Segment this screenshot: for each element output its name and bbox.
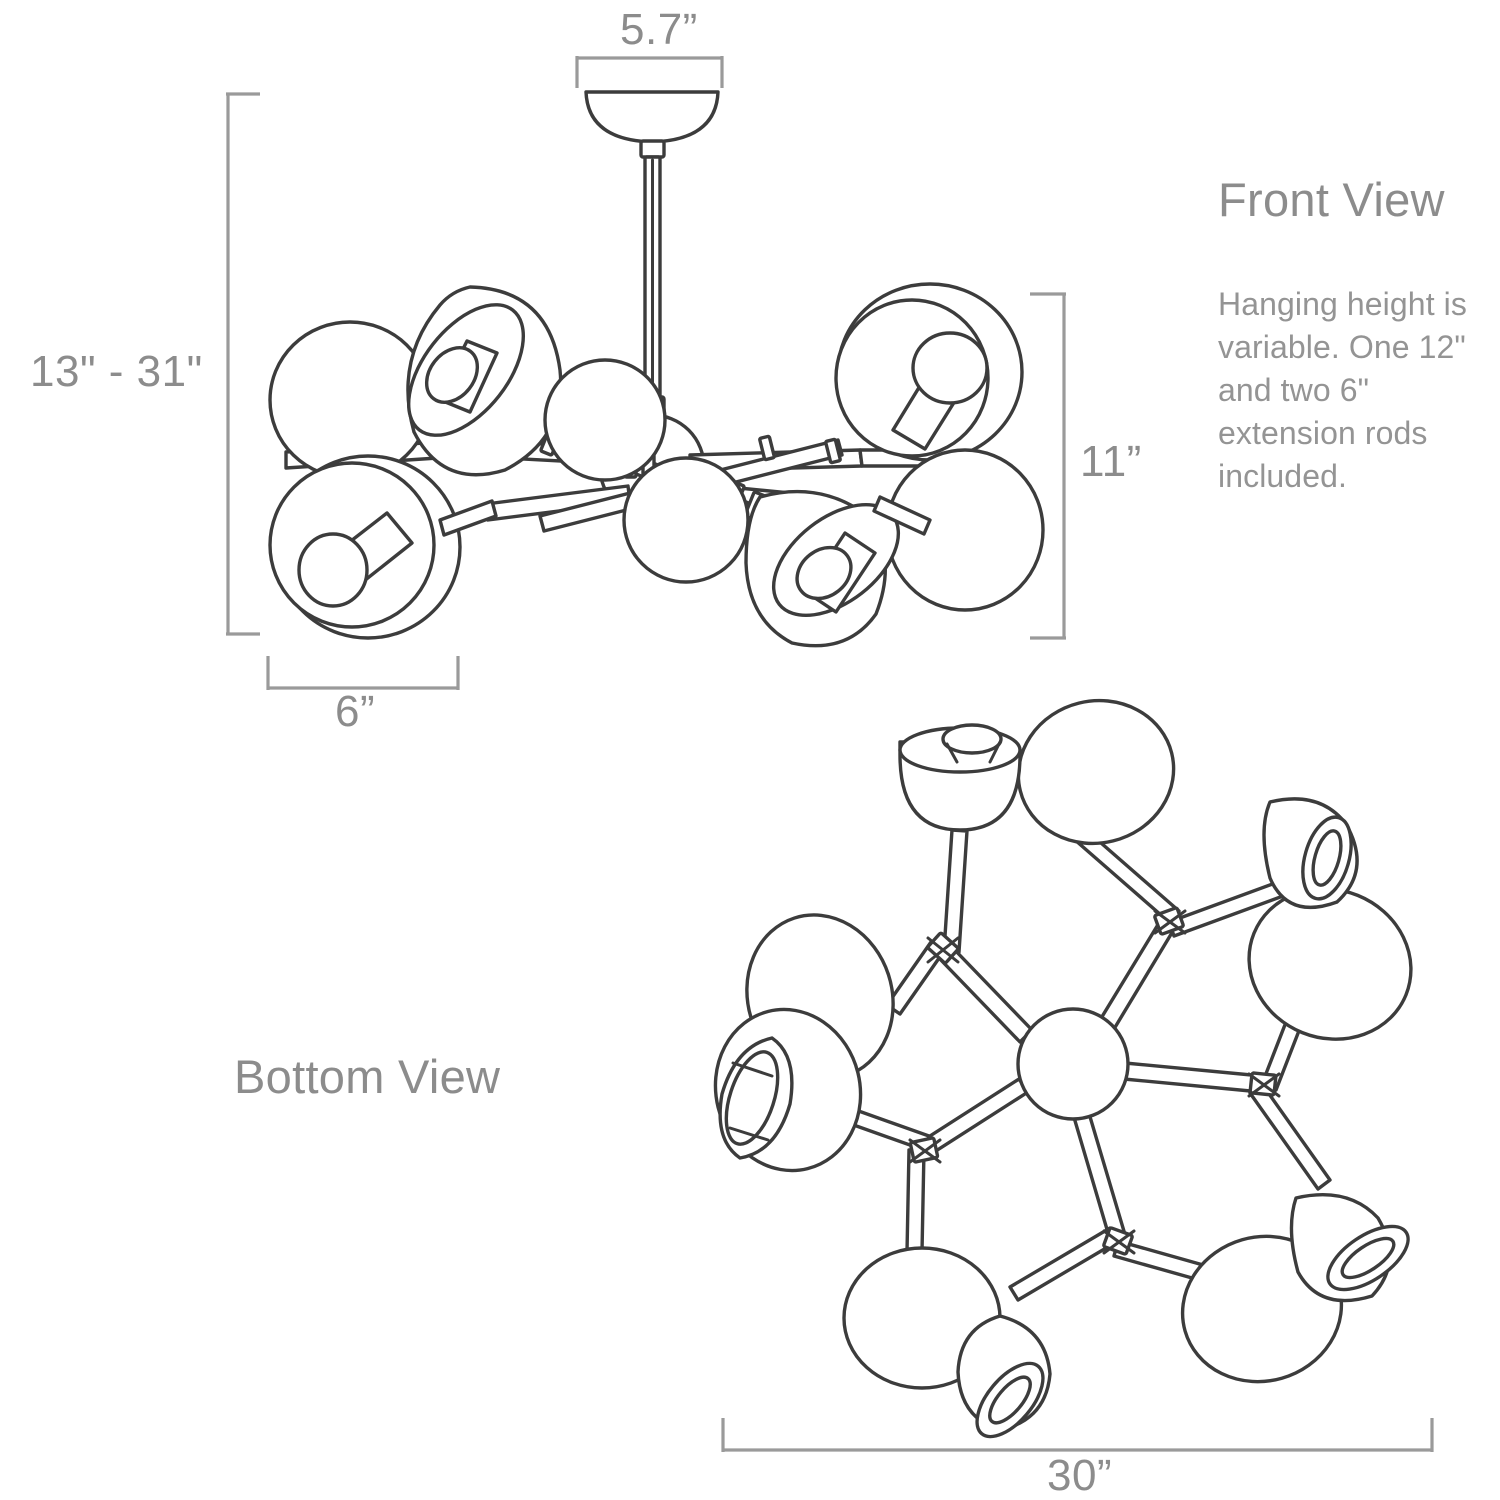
bottom-center-hub: [1016, 1007, 1130, 1121]
dim-bracket-canopy-width: [575, 56, 724, 88]
front-view-drawing: [268, 90, 1045, 648]
dim-bracket-shade-diameter: [266, 656, 460, 690]
front-view-title: Front View: [1218, 173, 1445, 226]
joint-fitting-nw: [926, 931, 960, 965]
dim-bracket-overall-height: [226, 92, 260, 636]
dim-bracket-overall-diameter: [721, 1418, 1434, 1452]
bottom-head-left: [713, 913, 895, 1173]
dim-bracket-fixture-height: [1030, 292, 1066, 640]
dim-label-overall-height: 13" - 31": [30, 347, 203, 396]
dim-label-canopy-width: 5.7”: [620, 5, 698, 54]
lamp-head-left-back-globe: [543, 358, 667, 482]
bottom-head-bottom: [842, 1246, 1052, 1439]
bottom-head-lower-right: [1180, 1193, 1410, 1384]
lamp-head-right-lower: [744, 448, 1045, 648]
bottom-view-drawing: [713, 698, 1413, 1439]
dimension-annotations: [226, 56, 1434, 1452]
bottom-view-title: Bottom View: [234, 1050, 501, 1103]
lamp-head-left-lower: [268, 454, 498, 640]
front-view-note: Hanging height is variable. One 12" and …: [1218, 286, 1467, 494]
dim-label-fixture-height: 11”: [1080, 437, 1142, 486]
dim-label-overall-diameter: 30”: [1047, 1451, 1113, 1500]
joint-fitting-sw: [908, 1136, 942, 1164]
bottom-arm-set: [832, 827, 1332, 1302]
lamp-head-center-lower: [622, 456, 750, 584]
lamp-head-left-upper: [268, 285, 563, 480]
dim-label-shade-diameter: 6”: [335, 687, 376, 736]
bottom-head-top: [898, 698, 1176, 846]
joint-fitting-e: [1247, 1071, 1281, 1098]
canopy: [584, 90, 720, 159]
bottom-head-upper-right: [1247, 797, 1413, 1041]
joint-fitting-ne: [1153, 906, 1187, 936]
joint-fitting-se: [1102, 1226, 1136, 1256]
lamp-head-right-upper: [834, 282, 1024, 462]
